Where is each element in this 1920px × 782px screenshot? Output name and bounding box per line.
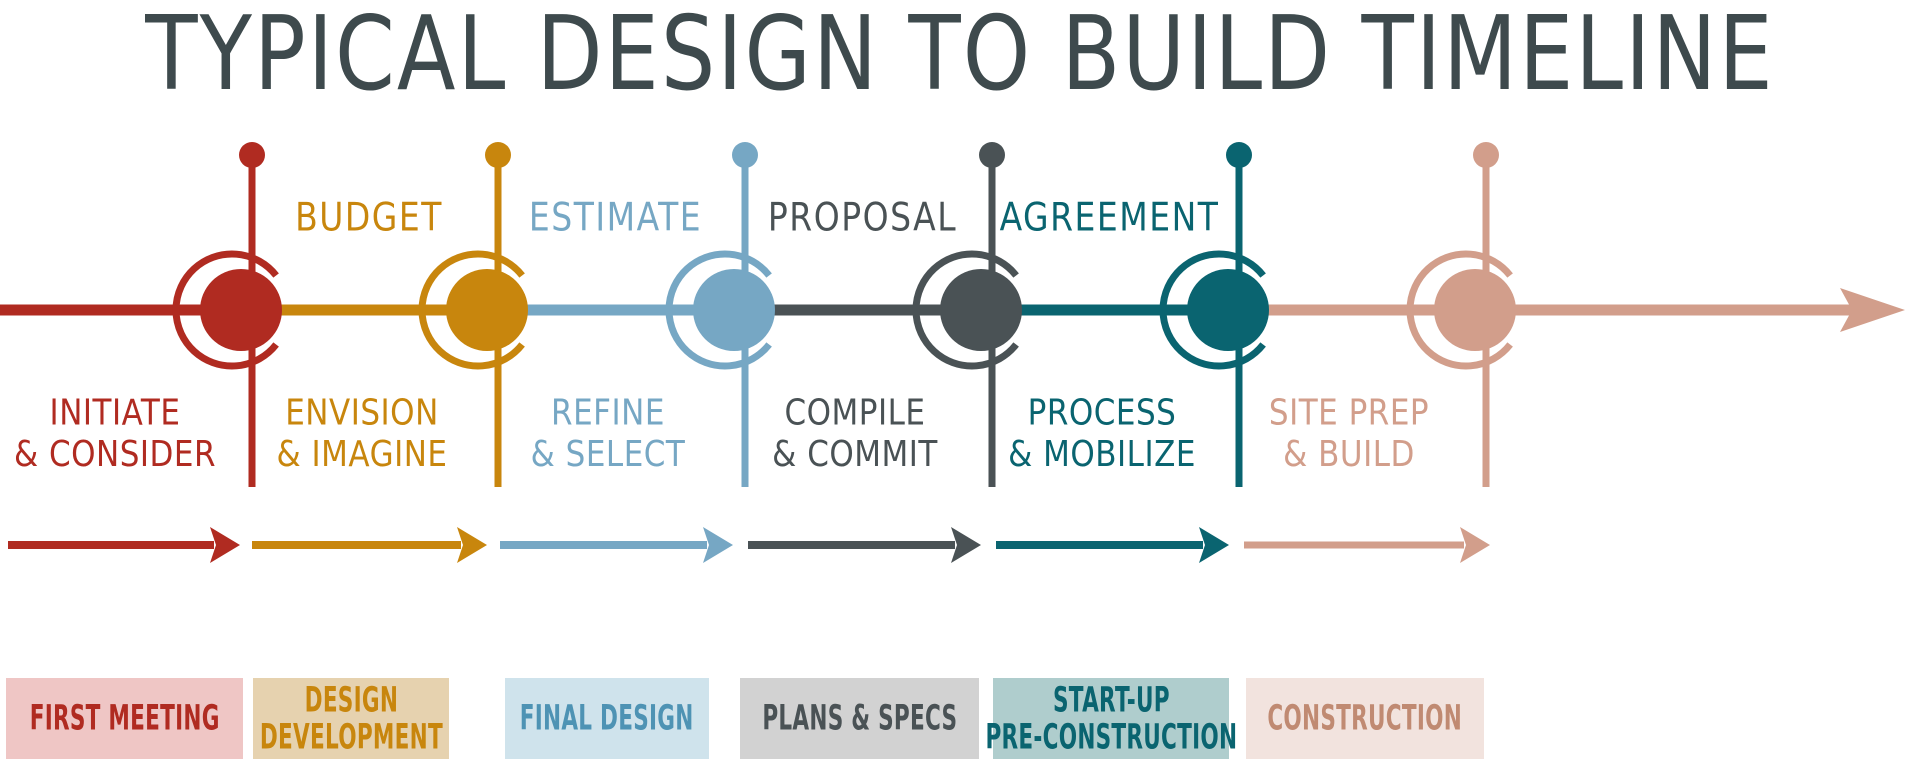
node-disc[interactable] <box>1434 269 1516 351</box>
node-ring <box>418 250 525 370</box>
node-ring <box>1406 250 1513 370</box>
stage-box-line1: DESIGN <box>304 680 398 720</box>
node-disc[interactable] <box>200 269 282 351</box>
stage-box-line1: PLANS & SPECS <box>762 698 957 739</box>
phase-arrowhead <box>703 527 733 563</box>
node-ring <box>1159 250 1266 370</box>
node-ring <box>912 250 1019 370</box>
stage-box-line1: START-UP <box>1052 680 1170 720</box>
timeline-node[interactable] <box>665 142 775 487</box>
phase-label: COMPILE& COMMIT <box>772 392 938 476</box>
node-disc[interactable] <box>446 269 528 351</box>
phase-label: ENVISION& IMAGINE <box>276 392 447 476</box>
node-top-dot <box>1473 142 1499 168</box>
node-top-dot <box>1226 142 1252 168</box>
phase-label: PROCESS& MOBILIZE <box>1008 392 1196 476</box>
stage-box-line2: PRE-CONSTRUCTION <box>985 717 1237 757</box>
stage-box-label: CONSTRUCTION <box>1268 700 1463 737</box>
stage-box[interactable]: FIRST MEETING <box>6 678 243 759</box>
phase-label-line2: & BUILD <box>1283 433 1415 476</box>
stage-box-label: FINAL DESIGN <box>520 700 694 737</box>
node-top-dot <box>979 142 1005 168</box>
node-top-dot <box>732 142 758 168</box>
phase-label-line1: INITIATE <box>49 392 181 434</box>
phase-label-line1: ENVISION <box>285 392 439 434</box>
milestone-label-agreement: AGREEMENT <box>999 194 1220 241</box>
phase-label-line1: SITE PREP <box>1268 392 1430 434</box>
stage-box[interactable]: FINAL DESIGN <box>505 678 709 759</box>
phase-label-line2: & SELECT <box>530 433 686 476</box>
phase-label-line2: & MOBILIZE <box>1008 433 1196 476</box>
milestone-label-estimate: ESTIMATE <box>528 194 703 241</box>
phase-label-line2: & IMAGINE <box>276 433 448 476</box>
phase-label-line2: & COMMIT <box>772 433 938 476</box>
milestone-label-budget: BUDGET <box>295 194 443 241</box>
node-disc[interactable] <box>1187 269 1269 351</box>
phase-arrowhead <box>1460 527 1490 563</box>
phase-label-line1: PROCESS <box>1027 392 1177 434</box>
timeline-node[interactable] <box>172 142 282 487</box>
page-title: TYPICAL DESIGN TO BUILD TIMELINE <box>145 0 1775 114</box>
phase-label-line1: REFINE <box>551 392 665 434</box>
stage-box-line1: CONSTRUCTION <box>1267 698 1463 739</box>
node-top-dot <box>485 142 511 168</box>
milestone-label-proposal: PROPOSAL <box>767 194 958 241</box>
stage-box-line1: FIRST MEETING <box>29 698 220 739</box>
stage-box-line2: DEVELOPMENT <box>259 717 443 757</box>
stage-box[interactable]: PLANS & SPECS <box>740 678 979 759</box>
phase-label: SITE PREP& BUILD <box>1269 392 1429 476</box>
timeline-node[interactable] <box>1406 142 1516 487</box>
phase-label-line1: COMPILE <box>784 392 926 434</box>
phase-label-line2: & CONSIDER <box>13 433 217 476</box>
phase-arrowhead <box>951 527 981 563</box>
axis-end-arrowhead <box>1840 288 1905 332</box>
node-ring <box>665 250 772 370</box>
timeline-node[interactable] <box>418 142 528 487</box>
timeline-node[interactable] <box>912 142 1022 487</box>
phase-arrowhead <box>1199 527 1229 563</box>
stage-box-label: PLANS & SPECS <box>762 700 957 737</box>
node-disc[interactable] <box>940 269 1022 351</box>
phase-label: INITIATE& CONSIDER <box>14 392 216 476</box>
phase-arrowhead <box>210 527 240 563</box>
node-disc[interactable] <box>693 269 775 351</box>
timeline-node[interactable] <box>1159 142 1269 487</box>
node-top-dot <box>239 142 265 168</box>
phase-label: REFINE& SELECT <box>531 392 686 476</box>
stage-box-line1: FINAL DESIGN <box>520 698 694 739</box>
stage-box[interactable]: CONSTRUCTION <box>1246 678 1484 759</box>
phase-arrowhead <box>457 527 487 563</box>
node-ring <box>172 250 279 370</box>
stage-box-label: FIRST MEETING <box>30 700 220 737</box>
